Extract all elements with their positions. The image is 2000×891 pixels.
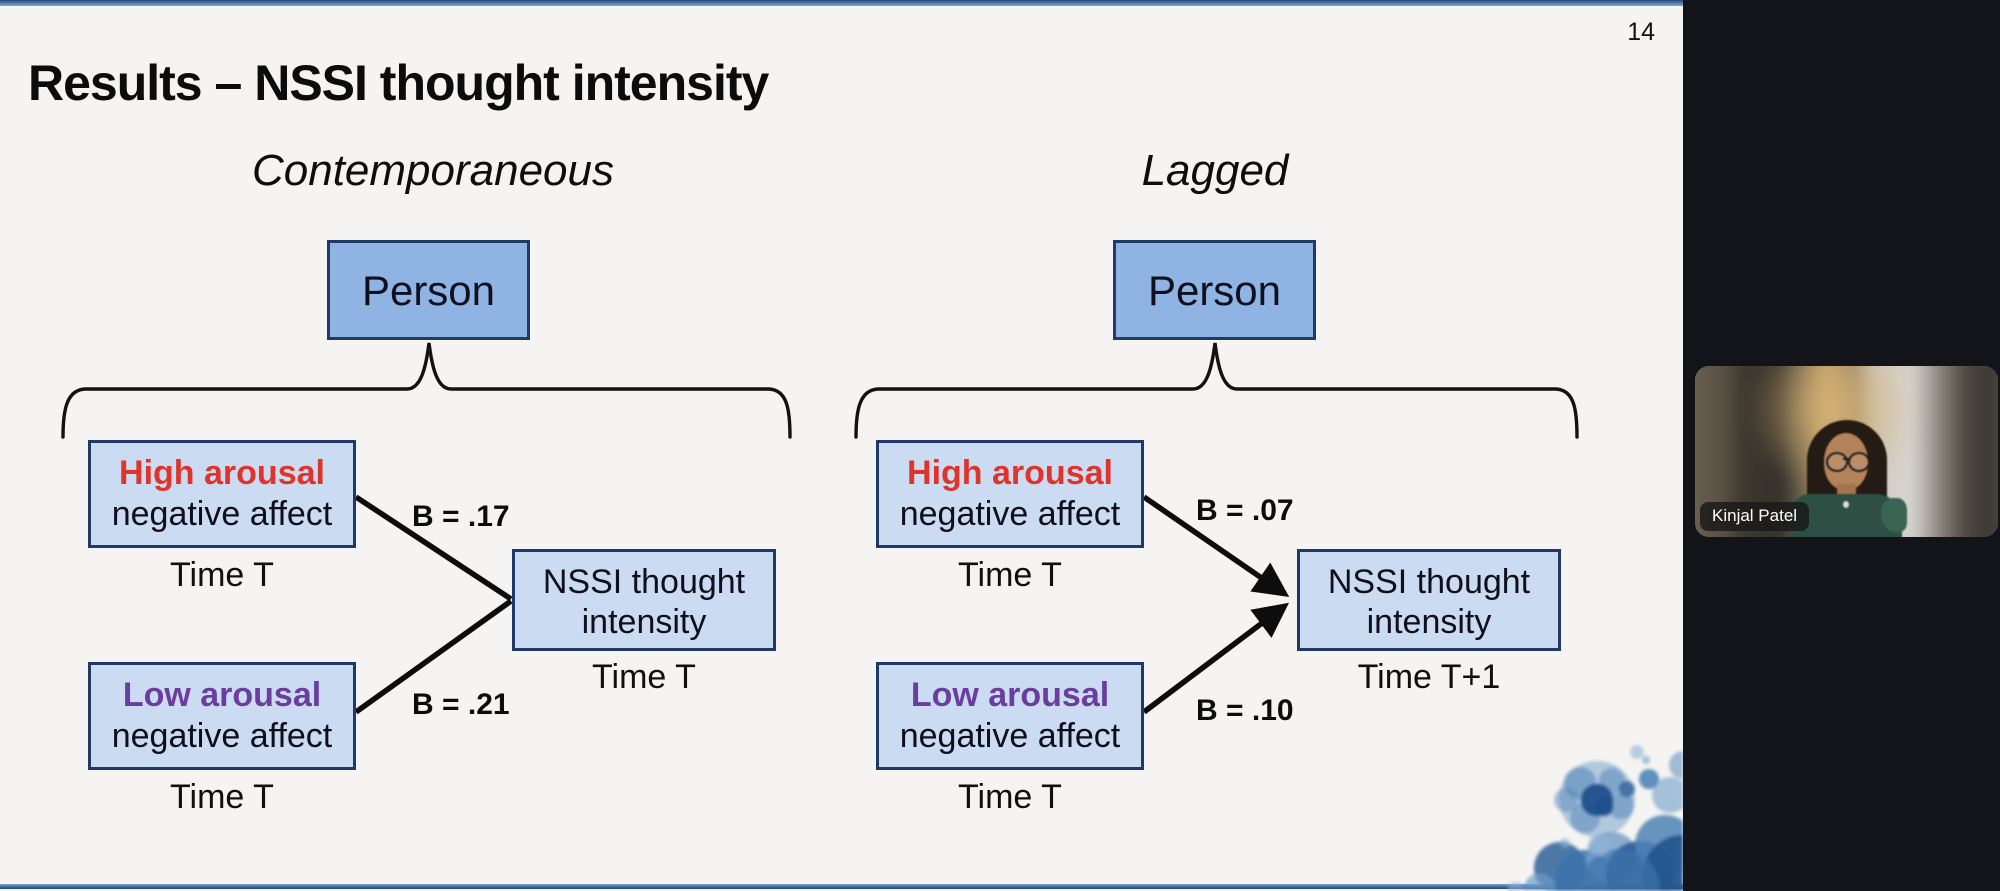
high-arousal-label: High arousal (119, 454, 325, 492)
participant-person (1695, 366, 1998, 537)
person-sleeve-ruffle (1881, 498, 1907, 532)
beta-label-high-lagged: B = .07 (1196, 494, 1294, 527)
negative-affect-label: negative affect (899, 495, 1121, 533)
low-arousal-box-contemporaneous: Low arousal negative affect (88, 662, 356, 770)
diagram-title-lagged: Lagged (1141, 146, 1289, 195)
low-arousal-label: Low arousal (122, 676, 322, 714)
time-label: Time T (958, 778, 1062, 816)
outcome-line2: intensity (581, 603, 707, 641)
slide-top-accent-bar (0, 0, 1683, 6)
time-label: Time T (958, 556, 1062, 594)
nssi-outcome-box-contemporaneous: NSSI thought intensity (512, 549, 776, 651)
high-arousal-box-contemporaneous: High arousal negative affect (88, 440, 356, 548)
person-label: Person (361, 267, 496, 314)
glasses-left-lens (1826, 452, 1848, 472)
time-label: Time T (170, 778, 274, 816)
high-arousal-box-lagged: High arousal negative affect (876, 440, 1144, 548)
shared-slide: Results – NSSI thought intensity 14 Cont… (0, 0, 1683, 891)
brace-contemporaneous (61, 342, 792, 439)
outcome-line2: intensity (1366, 603, 1492, 641)
outcome-line1: NSSI thought (1327, 563, 1531, 601)
participant-video-tile[interactable]: Kinjal Patel (1695, 366, 1998, 537)
time-label: Time T (170, 556, 274, 594)
person-box-lagged: Person (1113, 240, 1316, 340)
person-box-contemporaneous: Person (327, 240, 530, 340)
nssi-outcome-box-lagged: NSSI thought intensity (1297, 549, 1561, 651)
high-arousal-label: High arousal (907, 454, 1113, 492)
time-label: Time T+1 (1357, 658, 1501, 696)
negative-affect-label: negative affect (111, 495, 333, 533)
brace-lagged (854, 342, 1579, 439)
slide-title: Results – NSSI thought intensity (28, 54, 769, 111)
person-necklace (1843, 501, 1849, 508)
person-label: Person (1147, 267, 1282, 314)
glasses-bridge (1843, 458, 1849, 460)
beta-label-low-lagged: B = .10 (1196, 694, 1294, 727)
participant-name-label: Kinjal Patel (1700, 502, 1810, 531)
beta-label-low-contemporaneous: B = .21 (412, 688, 510, 721)
low-arousal-label: Low arousal (910, 676, 1110, 714)
slide-bottom-accent-bar (0, 884, 1683, 889)
low-arousal-box-lagged: Low arousal negative affect (876, 662, 1144, 770)
beta-label-high-contemporaneous: B = .17 (412, 500, 510, 533)
negative-affect-label: negative affect (899, 717, 1121, 755)
glasses-right-lens (1848, 452, 1870, 472)
negative-affect-label: negative affect (111, 717, 333, 755)
time-label: Time T (592, 658, 696, 696)
slide-page-number: 14 (1627, 18, 1655, 46)
diagram-title-contemporaneous: Contemporaneous (251, 146, 614, 195)
outcome-line1: NSSI thought (542, 563, 746, 601)
